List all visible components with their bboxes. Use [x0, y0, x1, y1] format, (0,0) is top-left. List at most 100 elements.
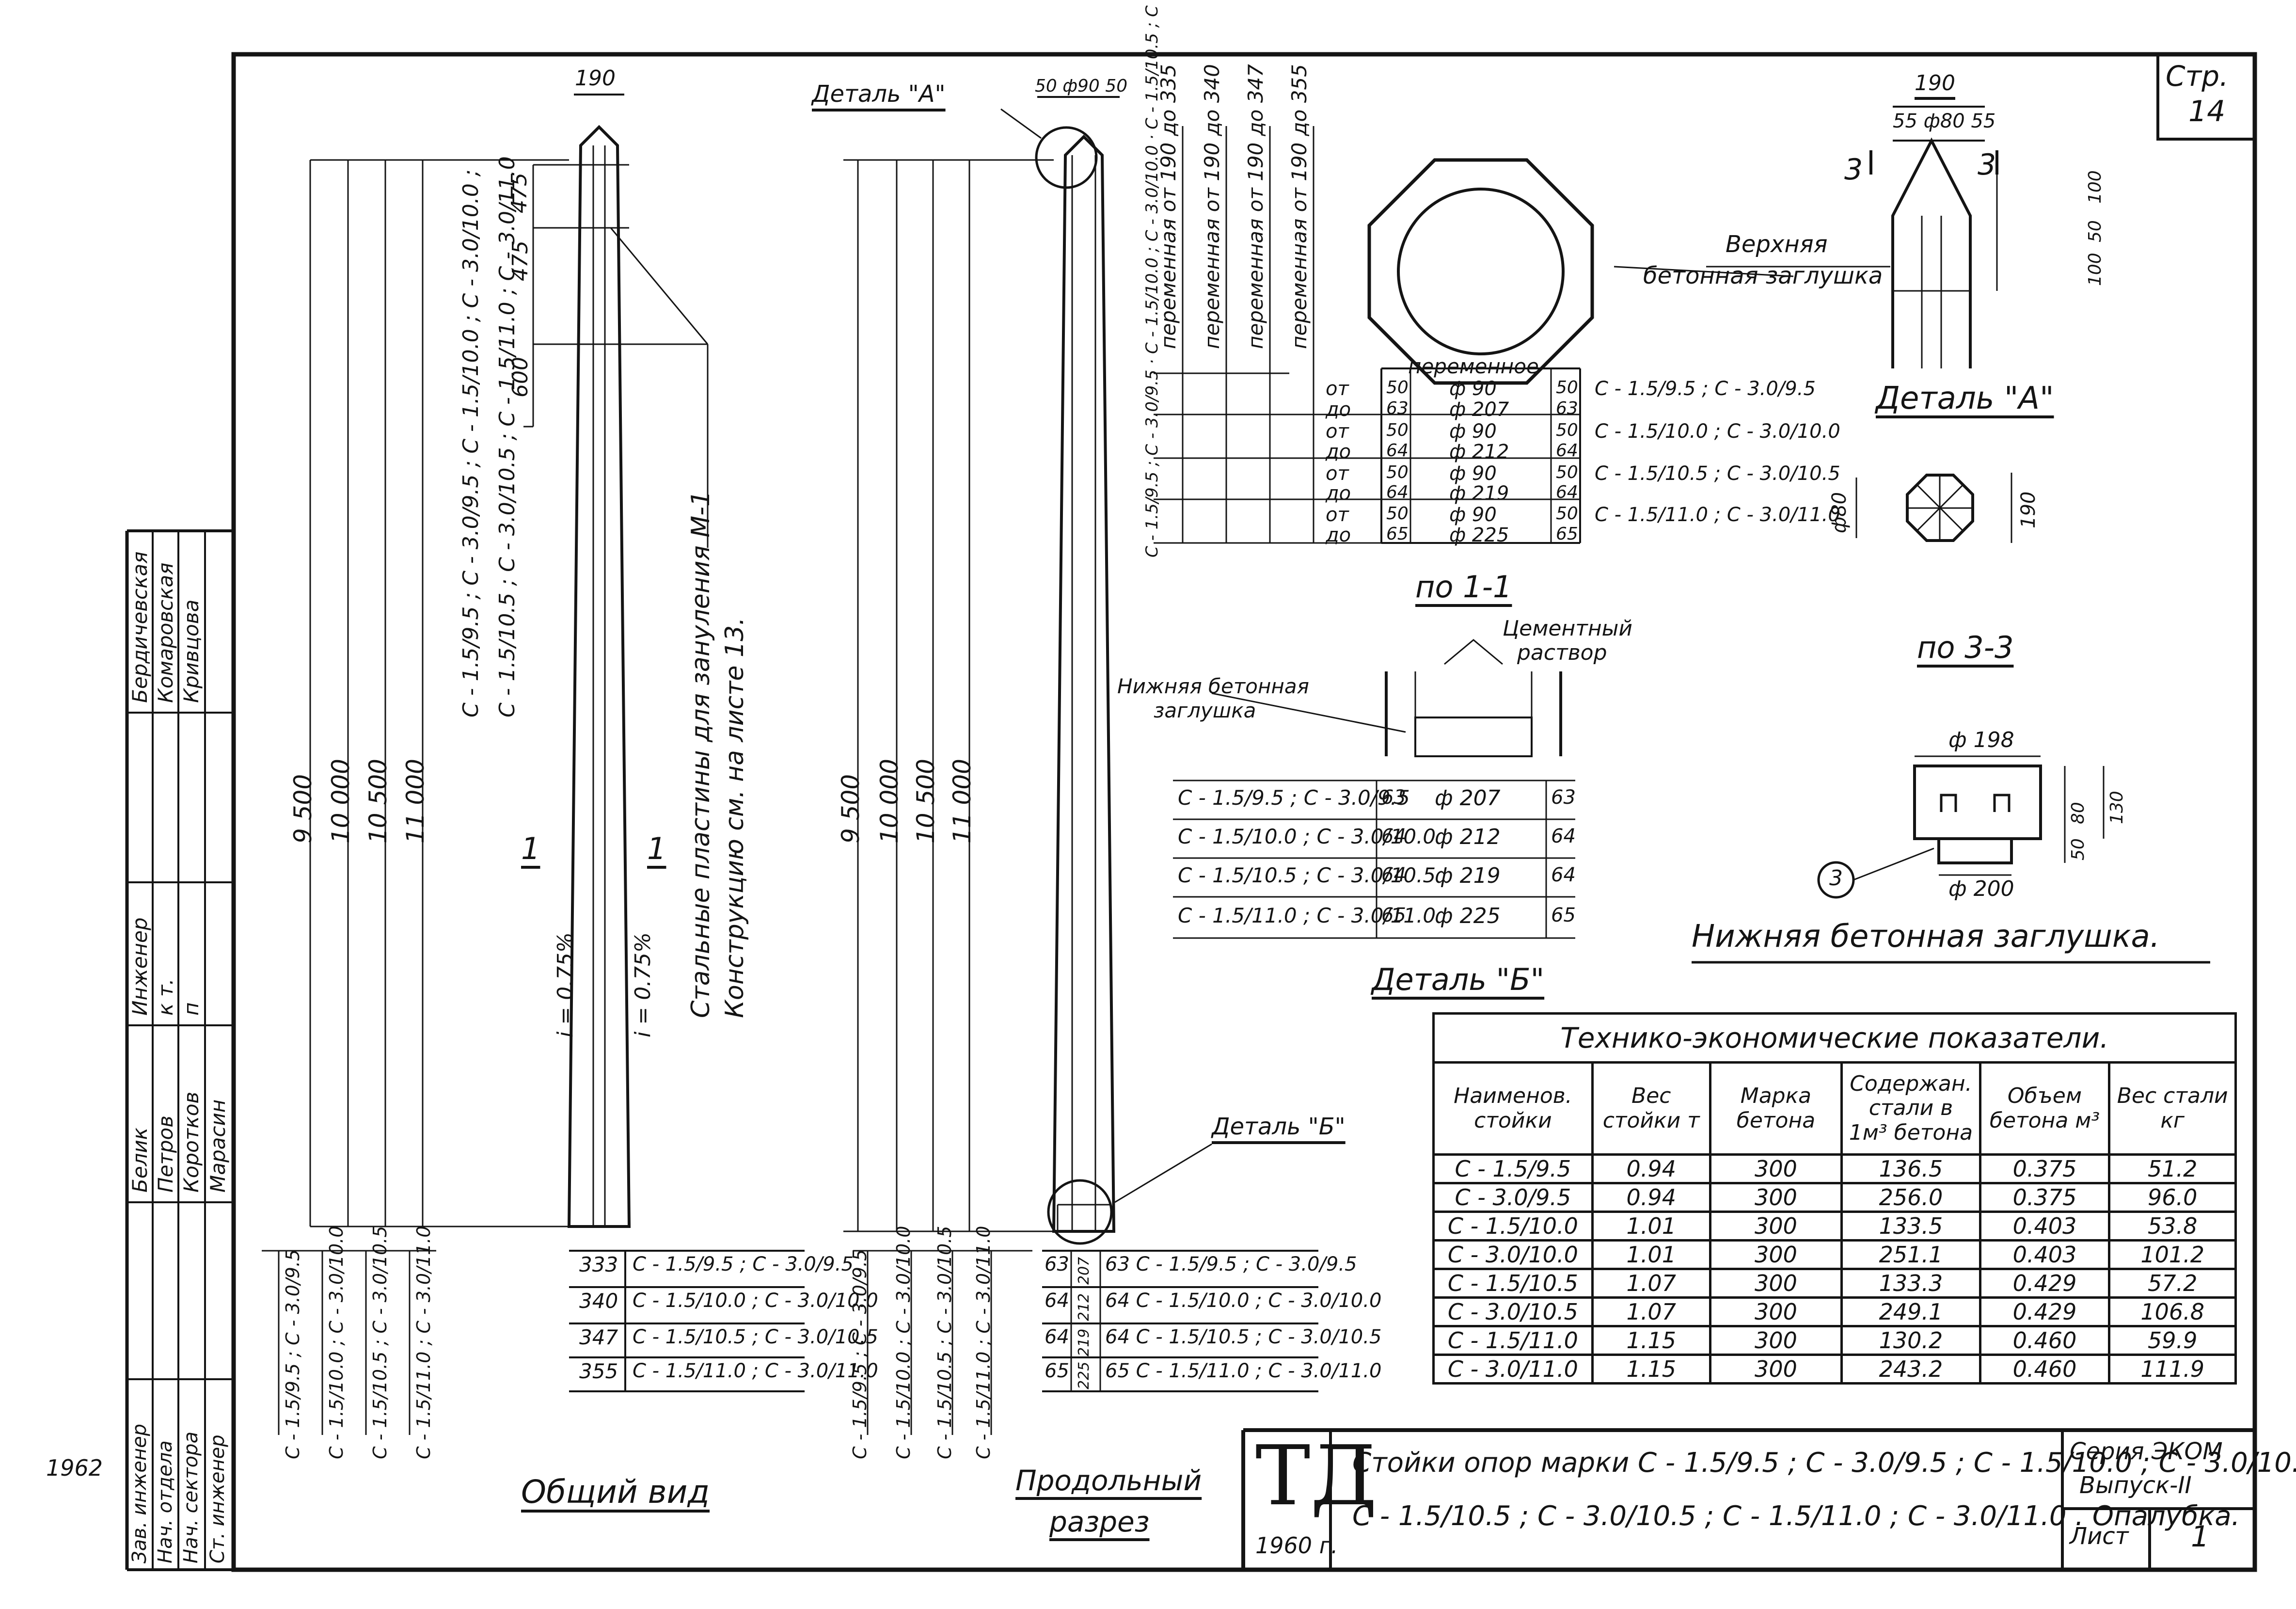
tep-cell: 133.3: [1840, 1268, 1981, 1299]
s11-d-6: ф 219: [1449, 482, 1509, 505]
s11-w2-8: 65: [1556, 524, 1578, 544]
db-mark-1: С - 1.5/9.5 ; С - 3.0/9.5: [1178, 786, 1410, 810]
da-label-1: Верхняя: [1726, 231, 1828, 258]
s11-pre-5: от: [1326, 462, 1349, 485]
s11-w2-4: 64: [1556, 441, 1578, 461]
plug-callout: 3: [1829, 866, 1843, 891]
da-dim-2: 50: [2085, 220, 2105, 242]
s11-mark-3: С - 1.5/10.0 ; С - 3.0/10.0: [1595, 420, 1840, 443]
s11-w2-3: 50: [1556, 420, 1578, 440]
s11-vertical-2: переменная от 190 до 340: [1200, 64, 1224, 349]
plug-bottom-dia: ф 200: [1948, 876, 2014, 901]
gv-top-width: 190: [575, 66, 616, 91]
s11-d-3: ф 90: [1449, 420, 1497, 443]
gv-dim-4: 11 000: [401, 759, 429, 844]
s11-w2-7: 50: [1556, 504, 1578, 524]
tep-row: С - 3.0/9.5 0.94 300 256.0 0.375 96.0: [1432, 1182, 2237, 1213]
tep-table: Технико-экономические показатели. Наимен…: [1432, 1012, 2237, 1385]
tep-cell: С - 1.5/10.0: [1432, 1211, 1594, 1242]
tep-cell: 300: [1709, 1296, 1843, 1327]
db-d-3: ф 219: [1435, 863, 1501, 888]
tep-cell: С - 3.0/10.0: [1432, 1239, 1594, 1270]
ls-mark-1: 63 С - 1.5/9.5 ; С - 3.0/9.5: [1105, 1253, 1357, 1275]
gv-bottom-mark-4: С - 1.5/11.0 ; С - 3.0/11.0: [633, 1360, 878, 1382]
tep-header-volume: Объем бетона м³: [1979, 1061, 2111, 1156]
tep-cell: 111.9: [2108, 1354, 2237, 1385]
gv-left-mark-3: С - 1.5/10.5 ; С - 3.0/10.5: [369, 1226, 391, 1459]
tep-cell: 106.8: [2108, 1296, 2237, 1327]
tep-cell: 300: [1709, 1182, 1843, 1213]
tep-cell: С - 3.0/10.5: [1432, 1296, 1594, 1327]
ls-dia-2: 212: [1076, 1293, 1093, 1321]
db-w2-4: 65: [1551, 904, 1576, 926]
da-cut-mark-left: 3: [1844, 153, 1863, 187]
s11-caption: по 1-1: [1415, 569, 1512, 605]
gv-section-mark-right: 1: [647, 831, 666, 866]
tep-cell: 130.2: [1840, 1325, 1981, 1356]
s11-d-5: ф 90: [1449, 462, 1497, 485]
plug-dim-3: 130: [2107, 791, 2127, 824]
gv-plates-note-2: Конструкцию см. на листе 13.: [720, 617, 749, 1018]
da-caption: Деталь "А": [1876, 381, 2054, 416]
staff-name2-1: Бердичевская: [128, 551, 152, 703]
tep-header-steel-content: Содержан. стали в 1м³ бетона: [1840, 1061, 1981, 1156]
page-label: Стр.: [2166, 60, 2229, 93]
ls-caption-2: разрез: [1049, 1505, 1150, 1538]
ls-dim-2: 10 000: [875, 759, 903, 844]
staff-name2-2: Комаровская: [154, 562, 177, 703]
db-d-4: ф 225: [1435, 904, 1501, 928]
db-w2-3: 64: [1551, 864, 1576, 886]
s11-d-4: ф 212: [1449, 441, 1509, 463]
tep-cell: 300: [1709, 1153, 1843, 1184]
tep-cell: 59.9: [2108, 1325, 2237, 1356]
gv-caption: Общий вид: [521, 1473, 710, 1511]
ls-top-dims: 50 ф90 50: [1035, 76, 1128, 96]
s11-pre-7: от: [1326, 504, 1349, 526]
tep-cell: 0.460: [1979, 1325, 2111, 1356]
tep-row: С - 3.0/10.5 1.07 300 249.1 0.429 106.8: [1432, 1296, 2237, 1327]
tep-cell: 1.07: [1591, 1268, 1711, 1299]
tep-cell: С - 3.0/11.0: [1432, 1354, 1594, 1385]
s11-w2-2: 63: [1556, 398, 1578, 418]
ls-dia-1: 207: [1076, 1257, 1093, 1285]
s11-w-5: 50: [1386, 462, 1409, 482]
s11-d-8: ф 225: [1449, 524, 1509, 546]
db-cement-2: раствор: [1517, 640, 1607, 665]
tep-cell: 300: [1709, 1211, 1843, 1242]
tep-cell: 0.429: [1979, 1268, 2111, 1299]
gv-left-mark-4: С - 1.5/11.0 ; С - 3.0/11.0: [413, 1226, 434, 1459]
da-sub-dims: 55 ф80 55: [1893, 110, 1996, 132]
s11-d-1: ф 90: [1449, 378, 1497, 400]
gv-bottom-width-4: 355: [579, 1359, 618, 1383]
tep-cell: 0.375: [1979, 1153, 2111, 1184]
s11-d-7: ф 90: [1449, 504, 1497, 526]
plug-caption: Нижняя бетонная заглушка.: [1692, 919, 2160, 955]
tep-cell: 53.8: [2108, 1211, 2237, 1242]
gv-plate-group-a: С - 1.5/9.5 ; С - 3.0/9.5 ; С - 1.5/10.0…: [459, 169, 483, 717]
s11-w-4: 64: [1386, 441, 1409, 461]
s11-mark-5: С - 1.5/10.5 ; С - 3.0/10.5: [1595, 462, 1840, 485]
gv-bottom-width-1: 333: [579, 1253, 618, 1276]
tep-row: С - 3.0/10.0 1.01 300 251.1 0.403 101.2: [1432, 1239, 2237, 1270]
db-w2-2: 64: [1551, 825, 1576, 847]
ls-dim-1: 9 500: [837, 774, 865, 844]
tep-cell: 1.01: [1591, 1239, 1711, 1270]
staff-role-1: Зав. инженер: [128, 1423, 151, 1563]
s11-pre-2: до: [1326, 398, 1351, 421]
tep-cell: 1.07: [1591, 1296, 1711, 1327]
tep-row: С - 1.5/10.5 1.07 300 133.3 0.429 57.2: [1432, 1268, 2237, 1299]
plug-dim-2: 50: [2068, 838, 2088, 860]
s11-pre-3: от: [1326, 420, 1349, 443]
issue-label: Выпуск-II: [2079, 1472, 2192, 1499]
ls-dim-3: 10 500: [912, 759, 940, 844]
gv-plate-group-b: С - 1.5/10.5 ; С - 3.0/10.5 ; С - 1.5/11…: [495, 156, 520, 717]
tep-row: С - 3.0/11.0 1.15 300 243.2 0.460 111.9: [1432, 1354, 2237, 1385]
tep-header-name: Наименов. стойки: [1432, 1061, 1594, 1156]
ls-mark-4: 65 С - 1.5/11.0 ; С - 3.0/11.0: [1105, 1360, 1382, 1382]
tep-cell: 249.1: [1840, 1296, 1981, 1327]
tep-cell: 0.94: [1591, 1153, 1711, 1184]
tep-row: С - 1.5/9.5 0.94 300 136.5 0.375 51.2: [1432, 1153, 2237, 1184]
ls-mark-2: 64 С - 1.5/10.0 ; С - 3.0/10.0: [1105, 1290, 1382, 1312]
plug-top-dia: ф 198: [1948, 728, 2014, 752]
